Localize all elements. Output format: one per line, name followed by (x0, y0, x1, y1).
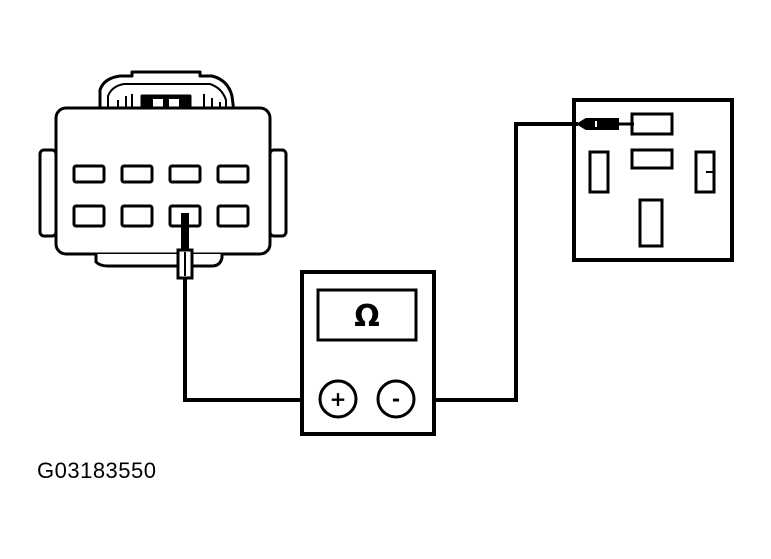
test-lead-negative (410, 122, 578, 402)
probe-module (576, 118, 634, 130)
terminal-cavity (72, 164, 106, 184)
ohmmeter: Ω + - (300, 270, 436, 436)
probe-connector (176, 213, 194, 280)
probe-module-body (576, 118, 619, 130)
connector-latch (98, 70, 236, 114)
meter-jack-positive (318, 379, 358, 419)
probe-tip (181, 213, 189, 251)
connector-ear-left (38, 148, 58, 238)
module-terminal-left (588, 150, 610, 194)
module-terminal-bottom (638, 198, 664, 248)
terminal-cavity (72, 204, 106, 228)
meter-negative-symbol: - (392, 387, 400, 411)
terminal-cavity (216, 164, 250, 184)
figure-id: G03183550 (37, 458, 157, 483)
connector-ear-right (268, 148, 288, 238)
meter-display (316, 288, 418, 342)
terminal-cavity (120, 164, 154, 184)
test-lead-positive (183, 278, 318, 402)
meter-jack-negative (376, 379, 416, 419)
meter-display-symbol: Ω (354, 299, 380, 334)
connector-bottom-rail (94, 254, 224, 268)
connector-latch-detail (107, 83, 227, 112)
terminal-cavity (120, 204, 154, 228)
harness-connector (38, 70, 288, 268)
meter-positive-symbol: + (330, 387, 347, 411)
terminal-cavity (168, 164, 202, 184)
connector-latch-ribs (117, 94, 221, 112)
module-terminal-middle (630, 148, 674, 170)
module-terminal-top (630, 112, 674, 136)
terminal-cavity (216, 204, 250, 228)
